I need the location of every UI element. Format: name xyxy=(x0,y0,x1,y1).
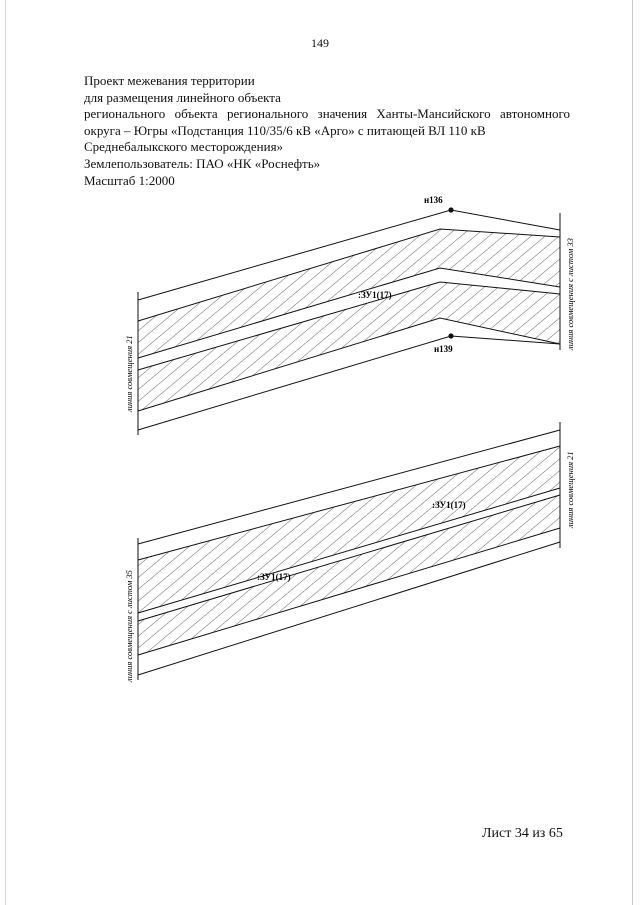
lower-fragment: :ЗУ1(17) :ЗУ1(17) линия совмещения с лис… xyxy=(124,422,575,683)
upper-fragment: н136 н139 :ЗУ1(17) линия совмещения 21 л… xyxy=(124,195,575,435)
outer-boundary-top-2 xyxy=(137,429,561,545)
band-edge-bottom-2 xyxy=(137,487,561,614)
outer-boundary-bottom-2 xyxy=(137,541,561,676)
match-label-right-1: линия совмещения с листом 33 xyxy=(565,238,575,351)
point-label-n139: н139 xyxy=(434,344,453,354)
header-line-7: Масштаб 1:2000 xyxy=(84,172,175,188)
point-marker-n136 xyxy=(448,207,454,213)
scan-edge-right xyxy=(632,0,633,905)
header-line-5: Среднебалыкского месторождения» xyxy=(84,139,284,155)
band-edge-top-2 xyxy=(137,267,561,359)
header-line-3: регионального объекта регионального знач… xyxy=(84,106,570,122)
parcel-label-2: :ЗУ1(17) xyxy=(432,500,466,510)
header-line-1: Проект межевания территории xyxy=(84,73,255,88)
band-edge-bottom-4 xyxy=(137,527,561,656)
header-line-2: для размещения линейного объекта xyxy=(84,89,281,105)
scan-edge-left xyxy=(5,0,6,905)
point-label-n136: н136 xyxy=(424,195,443,205)
point-marker-n139 xyxy=(448,333,454,339)
parcel-label-3: :ЗУ1(17) xyxy=(257,572,291,582)
parcel-label-1: :ЗУ1(17) xyxy=(358,290,392,300)
sheet-number: Лист 34 из 65 xyxy=(482,826,563,841)
band-edge-bottom-1 xyxy=(137,445,561,561)
header-line-6: Землепользователь: ПАО «НК «Роснефть» xyxy=(84,155,321,171)
band-edge-top-3 xyxy=(137,281,561,371)
match-label-left-2: линия совмещения с листом 35 xyxy=(124,570,134,683)
band-edge-top-4 xyxy=(137,317,561,412)
band-edge-bottom-3 xyxy=(137,494,561,622)
document-header: Проект межевания территории для размещен… xyxy=(84,73,570,189)
header-line-4: округа – Югры «Подстанция 110/35/6 кВ «А… xyxy=(84,122,486,138)
match-label-left-1: линия совмещения 21 xyxy=(124,335,134,413)
band-edge-top-1 xyxy=(137,228,561,322)
match-label-right-2: линия совмещения 21 xyxy=(565,451,575,529)
page-number: 149 xyxy=(311,36,329,50)
